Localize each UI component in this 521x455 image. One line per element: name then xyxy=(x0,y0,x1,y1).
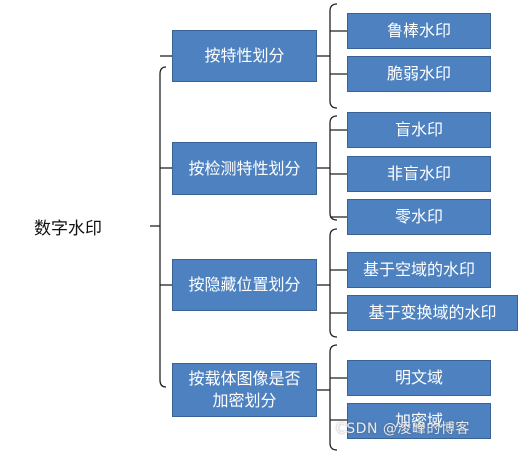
leaf-box-0-1: 脆弱水印 xyxy=(347,56,491,92)
cat3-bracket xyxy=(329,344,338,451)
category-box-2: 按隐藏位置划分 xyxy=(172,259,317,311)
leaf-box-1-1: 非盲水印 xyxy=(347,156,491,192)
leaf-box-1-2: 零水印 xyxy=(347,199,491,235)
root-label: 数字水印 xyxy=(34,219,102,239)
leaf-box-1-0: 盲水印 xyxy=(347,112,491,148)
cat1-bracket xyxy=(329,115,338,221)
leaf-box-0-0: 鲁棒水印 xyxy=(347,13,491,49)
leaf-box-2-1: 基于变换域的水印 xyxy=(347,295,518,331)
category-box-0: 按特性划分 xyxy=(172,30,317,82)
cat2-bracket xyxy=(329,228,338,338)
cat0-bracket xyxy=(329,3,338,109)
root-bracket xyxy=(159,66,167,388)
leaf-box-3-1: 加密域 xyxy=(347,403,491,439)
category-box-1: 按检测特性划分 xyxy=(172,142,317,195)
watermark-text: CSDN @凌峰的博客 xyxy=(336,421,470,437)
leaf-box-3-0: 明文域 xyxy=(347,360,491,396)
category-box-3: 按载体图像是否 加密划分 xyxy=(172,363,317,417)
leaf-box-2-0: 基于空域的水印 xyxy=(347,252,491,288)
